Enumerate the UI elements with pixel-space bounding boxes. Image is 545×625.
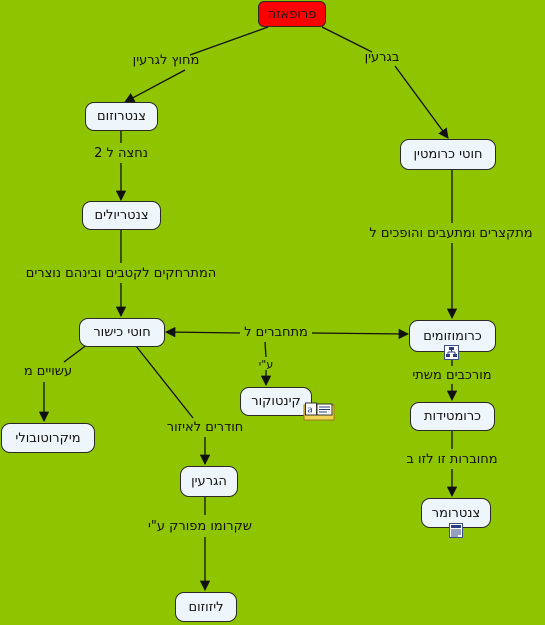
node-spindle-fibers[interactable]: חוטי כישור [79, 318, 165, 347]
node-centrosome[interactable]: צנטרוזום [85, 102, 158, 131]
node-lysosomes[interactable]: ליזוזום [175, 592, 237, 622]
link-label-shorten-thicken: מתקצרים ומתעבים והופכים ל [369, 226, 533, 241]
link-label-drift-apart: המתרחקים לקטבים ובינהם נוצרים [25, 266, 217, 281]
node-microtubules[interactable]: מיקרוטובולי [1, 423, 95, 453]
link-line [63, 343, 89, 363]
node-nucleolus[interactable]: הגרעין [180, 466, 238, 497]
link-label-composed-of-two: מורכבים משתי [412, 368, 492, 383]
node-chromatin-fibers[interactable]: חוטי כרומטין [400, 139, 496, 170]
node-chromatids[interactable]: כרומטידות [410, 402, 495, 431]
link-label-connect-to: מתחברים ל [244, 325, 308, 340]
image-document-icon[interactable]: a [303, 401, 335, 421]
node-centrioles[interactable]: צנטריולים [82, 201, 161, 230]
link-label-via: ע"י [258, 358, 274, 371]
link-label-attached-at: מחוברות זו לזו ב [406, 452, 498, 467]
link-line [394, 65, 449, 139]
link-label-penetrate-area: חודרים לאיזור [166, 420, 244, 435]
link-line [135, 345, 194, 419]
link-line [321, 26, 373, 53]
link-label-made-of: עשויים מ [23, 364, 73, 379]
link-line [124, 69, 186, 103]
link-label-outside-nucleus: מחוץ לגרעין [132, 53, 200, 68]
svg-text:a: a [307, 406, 313, 416]
link-line [311, 328, 410, 340]
node-prophase[interactable]: פרופאזה [258, 1, 326, 27]
link-line [164, 326, 241, 338]
link-line [189, 26, 269, 56]
link-line [264, 341, 267, 358]
document-icon[interactable] [449, 523, 463, 538]
link-label-in-nucleus: בגרעין [364, 50, 400, 65]
link-label-membrane-broken: שקרומו מפורק ע"י [147, 519, 253, 534]
node-kinetochore[interactable]: קינטוקור [240, 387, 312, 416]
hierarchy-icon[interactable] [444, 345, 459, 360]
link-label-splits-into-2: נחצה ל 2 [94, 146, 148, 161]
